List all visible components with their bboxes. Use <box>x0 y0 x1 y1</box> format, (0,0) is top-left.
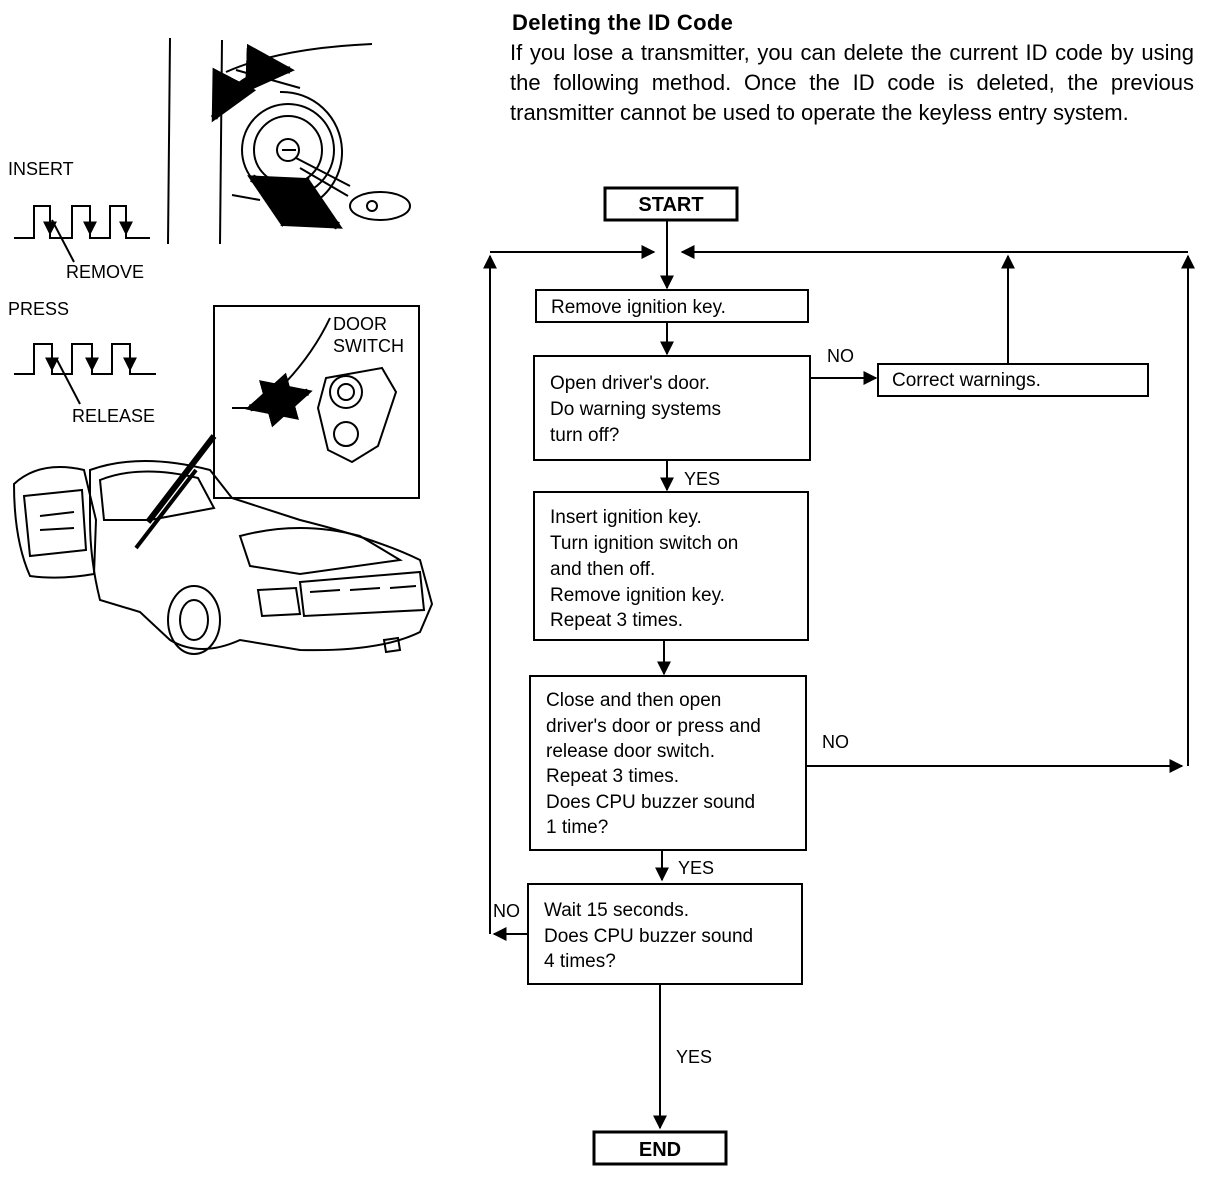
door-switch-label-line2: SWITCH <box>333 336 404 356</box>
step-insert-key: Insert ignition key. Turn ignition switc… <box>533 491 809 641</box>
step-wait: Wait 15 seconds. Does CPU buzzer sound 4… <box>527 883 803 985</box>
step-remove-key: Remove ignition key. <box>535 289 809 323</box>
door-switch-inset: DOOR SWITCH <box>213 305 420 499</box>
label-yes-buzzer-once: YES <box>678 858 714 878</box>
car-illustration <box>12 434 434 655</box>
step-remove-key-text: Remove ignition key. <box>551 297 726 318</box>
step-wait-text: Wait 15 seconds. Does CPU buzzer sound 4… <box>544 900 758 972</box>
release-label: RELEASE <box>72 406 155 426</box>
end-node: END <box>592 1130 728 1166</box>
start-node: START <box>603 186 739 222</box>
door-switch-label-line1: DOOR <box>333 314 387 334</box>
step-correct-warnings: Correct warnings. <box>877 363 1149 397</box>
insert-remove-pulse: INSERT REMOVE <box>8 159 150 282</box>
label-no-buzzer-once: NO <box>822 732 849 752</box>
label-no-warnings: NO <box>827 346 854 366</box>
section-title: Deleting the ID Code <box>512 10 734 35</box>
label-yes-open: YES <box>684 469 720 489</box>
step-insert-key-text: Insert ignition key. Turn ignition switc… <box>550 507 744 631</box>
start-label: START <box>638 194 703 216</box>
press-label: PRESS <box>8 299 69 319</box>
step-correct-warnings-text: Correct warnings. <box>892 370 1041 391</box>
press-release-pulse: PRESS RELEASE <box>8 299 156 426</box>
end-label: END <box>639 1139 681 1161</box>
remove-label: REMOVE <box>66 262 144 282</box>
label-yes-buzzer-four: YES <box>676 1047 712 1067</box>
insert-label: INSERT <box>8 159 74 179</box>
label-no-buzzer-four: NO <box>493 901 520 921</box>
step-open-door-text: Open driver's door. Do warning systems t… <box>550 373 726 446</box>
step-open-door: Open driver's door. Do warning systems t… <box>533 355 811 461</box>
step-close-open: Close and then open driver's door or pre… <box>529 675 807 851</box>
ignition-illustration <box>167 37 411 245</box>
intro-paragraph: If you lose a transmitter, you can delet… <box>510 40 1194 125</box>
step-close-open-text: Close and then open driver's door or pre… <box>546 690 766 838</box>
